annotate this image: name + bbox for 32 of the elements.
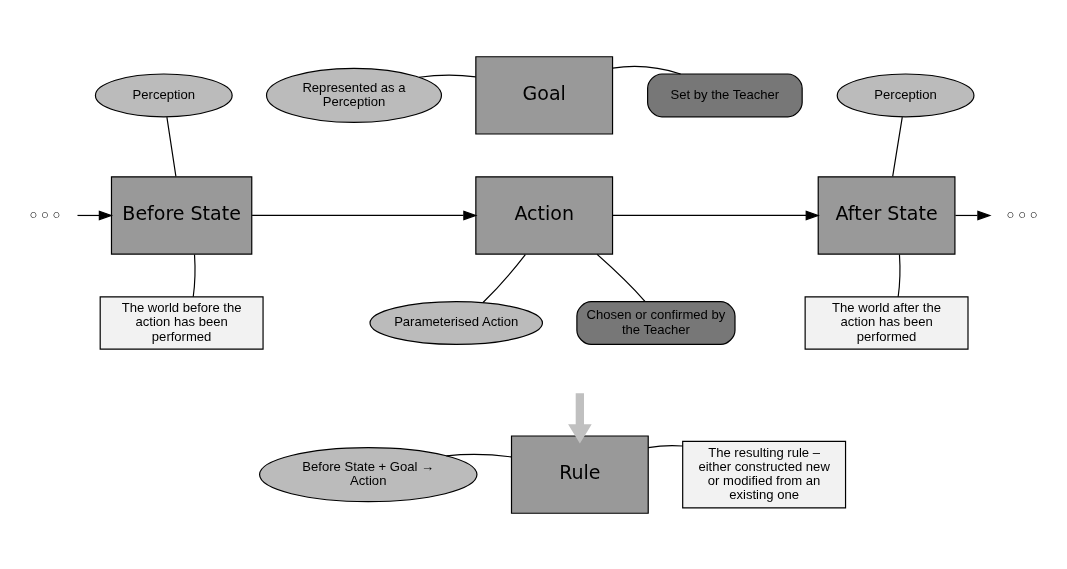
connector [166,115,177,177]
arrow [76,209,114,220]
connector [482,253,526,303]
arrow [612,209,820,220]
connector [897,253,901,297]
arrow [568,392,592,444]
connector [612,65,682,75]
connector [418,74,477,78]
node-box: Set by the Teacher [647,72,803,117]
arrow [954,209,992,220]
connector [192,253,196,297]
node-box: Goal [475,55,614,135]
node-box: Action [475,175,614,255]
node-box: The world before the action has been performed [99,295,264,350]
connector [596,253,646,302]
arrow [251,209,478,220]
node-ellipse: Parameterised Action [369,300,544,345]
connector [647,444,684,448]
connector [892,115,903,177]
node-box: Before State [110,175,253,255]
connector [445,453,512,457]
node-text: ○ ○ ○ [29,206,61,222]
node-box: Rule [510,434,649,514]
node-box: The world after the action has been performed [804,295,969,350]
node-box: The resulting rule – either constructed new or modified from an existing one [682,440,847,508]
node-ellipse: Perception [94,72,233,117]
node-ellipse: Perception [836,72,975,117]
node-box: After State [817,175,956,255]
node-text: ○ ○ ○ [1006,206,1038,222]
node-ellipse: Before State + Goal → Action [258,446,478,502]
node-ellipse: Represented as a Perception [265,67,443,123]
node-box: Chosen or confirmed by the Teacher [576,300,736,345]
